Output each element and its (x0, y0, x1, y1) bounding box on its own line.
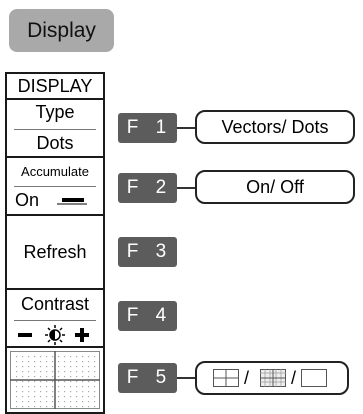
f5-option: / / (195, 361, 349, 395)
menu-item-refresh[interactable]: Refresh (7, 216, 103, 290)
f1-button[interactable]: F 1 (118, 113, 177, 143)
accumulate-value: On (15, 190, 40, 210)
graticule-cross-icon (213, 369, 239, 387)
contrast-plus-icon (75, 328, 89, 342)
f5-connector (177, 377, 196, 379)
menu-item-type[interactable]: Type Dots (7, 100, 103, 158)
f2-option-label: On/ Off (246, 176, 304, 197)
menu-title: DISPLAY (7, 74, 103, 100)
f1-option-label: Vectors/ Dots (221, 116, 329, 137)
graticule-grid-icon (260, 369, 287, 387)
contrast-sun-icon (45, 325, 65, 345)
accumulate-divider (14, 186, 96, 187)
type-divider (14, 129, 96, 130)
contrast-label: Contrast (20, 294, 90, 314)
menu-item-accumulate[interactable]: Accumulate On (7, 158, 103, 216)
contrast-divider (14, 320, 96, 321)
display-button[interactable]: Display (9, 9, 114, 52)
f2-button[interactable]: F 2 (118, 173, 177, 203)
display-button-label: Display (27, 18, 96, 42)
f4-label: F 4 (126, 305, 173, 326)
contrast-minus-icon (18, 333, 32, 337)
f2-connector (177, 187, 196, 189)
contrast-adjust-icon (18, 325, 89, 345)
type-label: Type (35, 102, 75, 122)
type-value: Dots (36, 133, 74, 153)
display-menu: DISPLAY Type Dots Accumulate On Refresh … (5, 72, 105, 414)
f3-label: F 3 (126, 241, 173, 262)
accumulate-label: Accumulate (21, 164, 89, 179)
graticule-full-grid-icon (10, 351, 100, 409)
menu-item-contrast[interactable]: Contrast (7, 290, 103, 348)
f4-button[interactable]: F 4 (118, 301, 177, 331)
f2-option: On/ Off (195, 170, 355, 204)
graticule-frame-icon (301, 369, 328, 387)
f3-button[interactable]: F 3 (118, 237, 177, 267)
f5-button[interactable]: F 5 (118, 363, 177, 393)
f2-label: F 2 (126, 177, 173, 198)
f5-separator-1: / (244, 367, 250, 388)
f5-separator-2: / (291, 367, 297, 388)
f1-option: Vectors/ Dots (195, 110, 355, 144)
menu-item-grid[interactable] (7, 348, 103, 414)
f1-connector (177, 127, 196, 129)
f5-label: F 5 (126, 367, 173, 388)
refresh-label: Refresh (23, 242, 87, 262)
f1-label: F 1 (126, 117, 173, 138)
persistence-on-icon (57, 198, 87, 205)
